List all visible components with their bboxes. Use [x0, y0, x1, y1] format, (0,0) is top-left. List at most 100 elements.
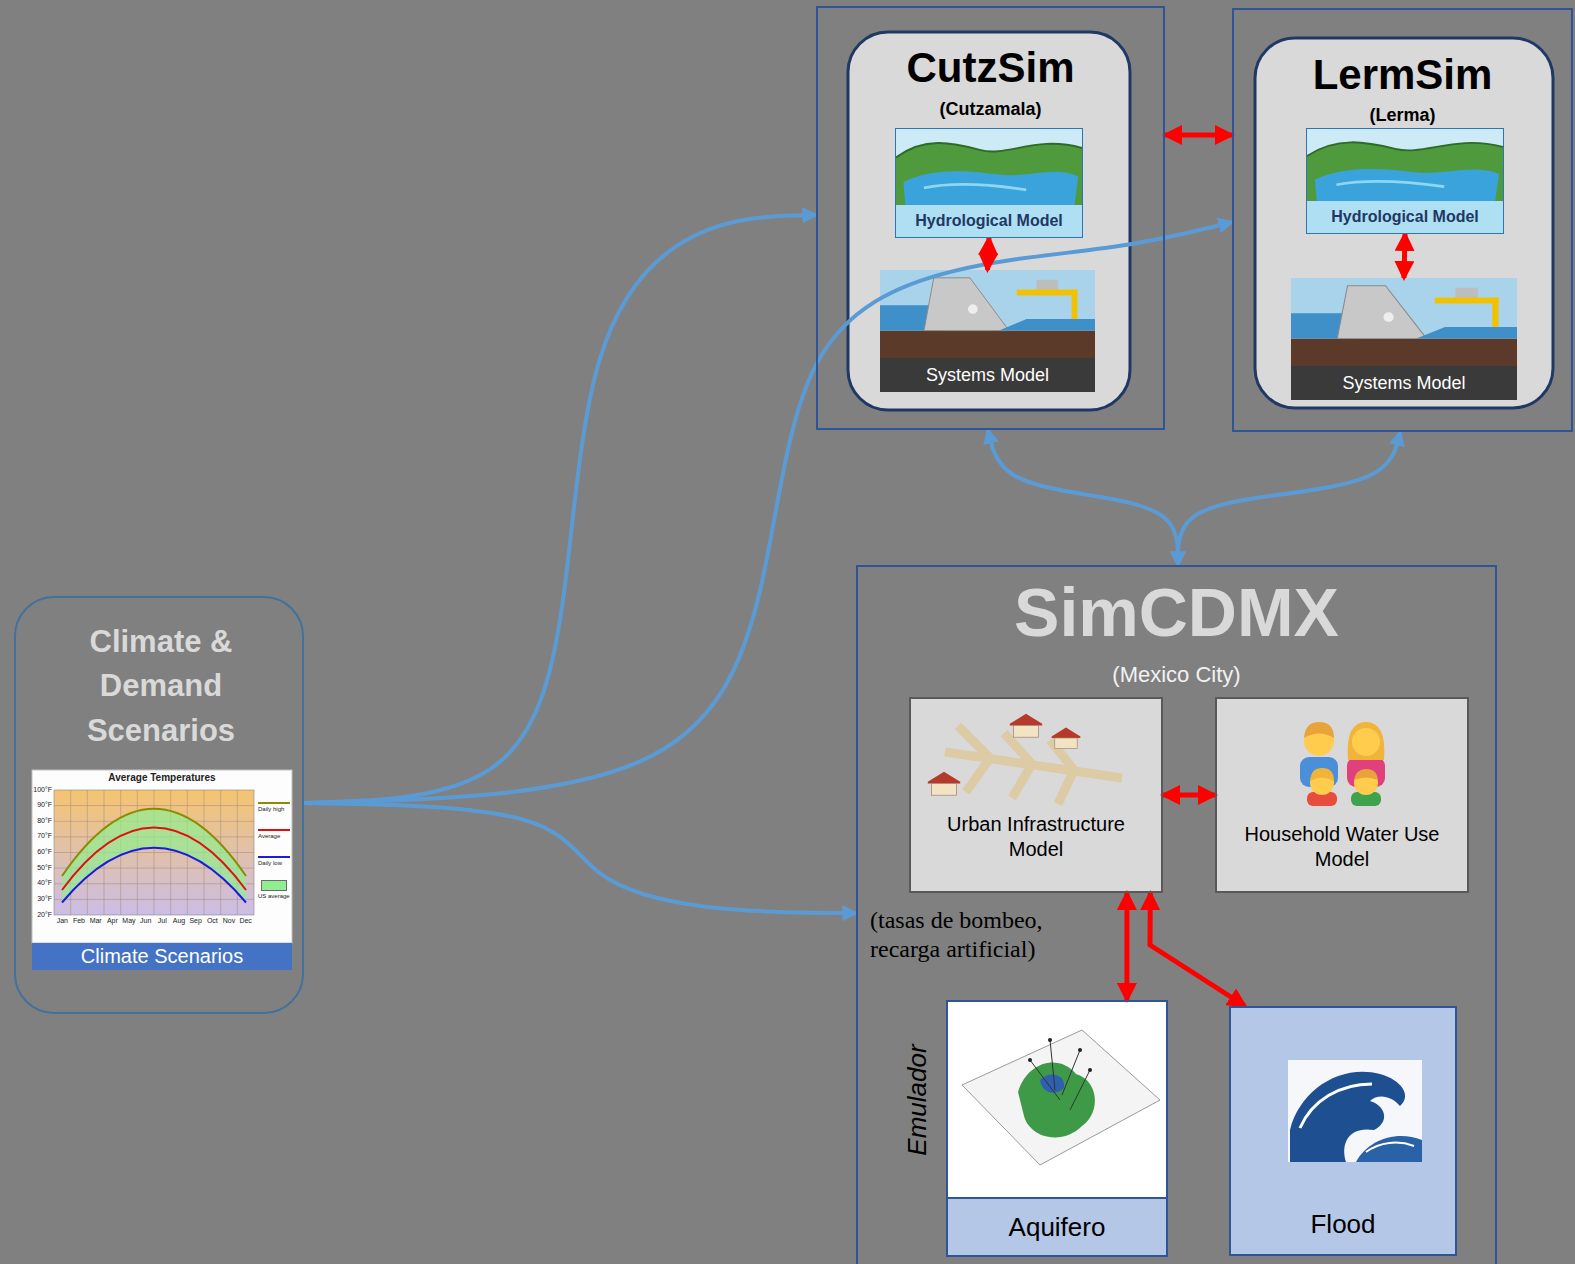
temperature-chart	[32, 770, 292, 943]
node-title: CutzSim	[818, 43, 1163, 93]
box-fill	[1215, 697, 1469, 893]
temperature-chart	[54, 790, 254, 915]
node-title: Aquifero	[948, 1197, 1166, 1255]
node-title: Systems Model	[1291, 366, 1517, 400]
legend-text: Daily low	[258, 860, 282, 867]
box-fill	[946, 1000, 1168, 1197]
connector-arrow	[304, 215, 816, 803]
axis-tick-label: Mar	[87, 917, 104, 925]
wave-picture	[1288, 1060, 1422, 1162]
family-picture	[1352, 728, 1380, 756]
axis-tick-label: Sep	[187, 917, 204, 925]
connector-arrow	[304, 222, 1232, 803]
axis-tick-label: May	[121, 917, 138, 925]
emulator-box: Flood	[1229, 1006, 1457, 1256]
temperature-chart	[62, 809, 246, 876]
axis-tick-label: Jan	[54, 917, 71, 925]
model-group: Hydrological ModelSystems Model CutzSim (C…	[816, 6, 1165, 430]
submodel-box: Systems Model	[1291, 278, 1517, 400]
node-title: SimCDMX	[858, 573, 1495, 651]
connector-arrow	[1124, 893, 1129, 1000]
node-subtitle: (Cutzamala)	[818, 99, 1163, 121]
family-picture	[1354, 769, 1378, 780]
aquifer-model-picture	[1028, 1058, 1032, 1062]
axis-tick-label: Nov	[221, 917, 238, 925]
axis-tick-label: 50°F	[33, 864, 52, 872]
process-box: Household Water Use Model	[1215, 697, 1469, 893]
chart-panel: Climate Scenarios	[32, 770, 292, 970]
connector-arrow	[988, 430, 1178, 565]
connector-arrow	[304, 803, 856, 913]
aquifer-model-picture	[962, 1030, 1160, 1165]
chart-title: Average Temperatures	[32, 772, 292, 784]
temperature-chart	[54, 790, 254, 915]
legend-text: US average	[258, 893, 290, 900]
aquifer-model-picture	[1048, 1038, 1052, 1042]
axis-tick-label: 40°F	[33, 879, 52, 887]
axis-tick-label: 70°F	[33, 832, 52, 840]
wave-picture	[1288, 1060, 1422, 1162]
wave-picture	[1300, 1084, 1372, 1128]
edge-label: (tasas de bombeo, recarga artificial)	[870, 906, 1115, 964]
connector-arrow	[988, 238, 990, 270]
road-network-picture	[945, 726, 1122, 804]
submodel-box: Hydrological Model	[1306, 128, 1504, 234]
road-network-picture	[928, 714, 1122, 804]
emulator-box: Aquifero	[946, 1000, 1168, 1257]
axis-tick-label: Oct	[204, 917, 221, 925]
axis-tick-label: Apr	[104, 917, 121, 925]
road-network-picture	[1010, 714, 1042, 737]
axis-tick-label: 100°F	[33, 786, 52, 794]
axis-tick-label: Jul	[154, 917, 171, 925]
aquifer-model-picture	[1078, 1048, 1082, 1052]
aquifer-model-picture	[1018, 1062, 1095, 1137]
axis-tick-label: Jun	[137, 917, 154, 925]
wave-picture	[1366, 1143, 1414, 1152]
node-subtitle: (Mexico City)	[858, 662, 1495, 688]
scenario-panel: Climate Scenarios Climate & Demand Scenar…	[14, 596, 304, 1014]
family-picture	[1304, 722, 1334, 738]
box-fill	[909, 697, 1163, 893]
road-network-picture	[1052, 728, 1081, 749]
connector-arrow	[1165, 132, 1232, 137]
aquifer-model-picture	[1030, 1040, 1090, 1110]
connector-arrow	[1404, 234, 1405, 278]
landscape-picture	[896, 129, 1082, 205]
axis-tick-label: 30°F	[33, 895, 52, 903]
wave-picture	[1356, 1136, 1422, 1162]
road-network-picture	[928, 772, 960, 795]
temperature-chart	[62, 809, 246, 903]
legend-text: Daily high	[258, 806, 284, 813]
node-title: Hydrological Model	[1307, 201, 1503, 233]
node-title: Climate Scenarios	[32, 943, 292, 970]
axis-tick-label: Dec	[237, 917, 254, 925]
node-title: Flood	[1231, 1209, 1455, 1240]
axis-tick-label: 20°F	[33, 911, 52, 919]
temperature-chart	[258, 802, 290, 804]
axis-tick-label: 60°F	[33, 848, 52, 856]
node-title: Climate & Demand Scenarios	[51, 620, 271, 753]
submodel-box: Hydrological Model	[895, 128, 1083, 238]
connector-arrow	[1178, 432, 1400, 565]
temperature-chart	[32, 770, 292, 943]
axis-tick-label: 90°F	[33, 801, 52, 809]
connector-arrow	[1150, 893, 1245, 1006]
node-title: Urban Infrastructure Model	[921, 812, 1151, 862]
axis-tick-label: Feb	[71, 917, 88, 925]
connector-arrow	[1163, 793, 1215, 798]
legend-text: Average	[258, 833, 280, 840]
aquifer-model-picture	[1088, 1068, 1092, 1072]
node-title: Systems Model	[880, 358, 1095, 392]
submodel-box: Systems Model	[880, 270, 1095, 392]
node-title: LermSim	[1234, 50, 1571, 100]
model-group: Hydrological ModelSystems ModelLermSim(L…	[1232, 8, 1573, 432]
dam-picture	[1291, 278, 1517, 366]
family-picture	[1348, 722, 1385, 760]
temperature-chart	[62, 828, 246, 891]
family-picture	[1310, 768, 1334, 781]
legend-swatch	[261, 880, 287, 891]
family-picture	[1300, 722, 1385, 806]
aquifer-model-picture	[962, 1030, 1160, 1165]
